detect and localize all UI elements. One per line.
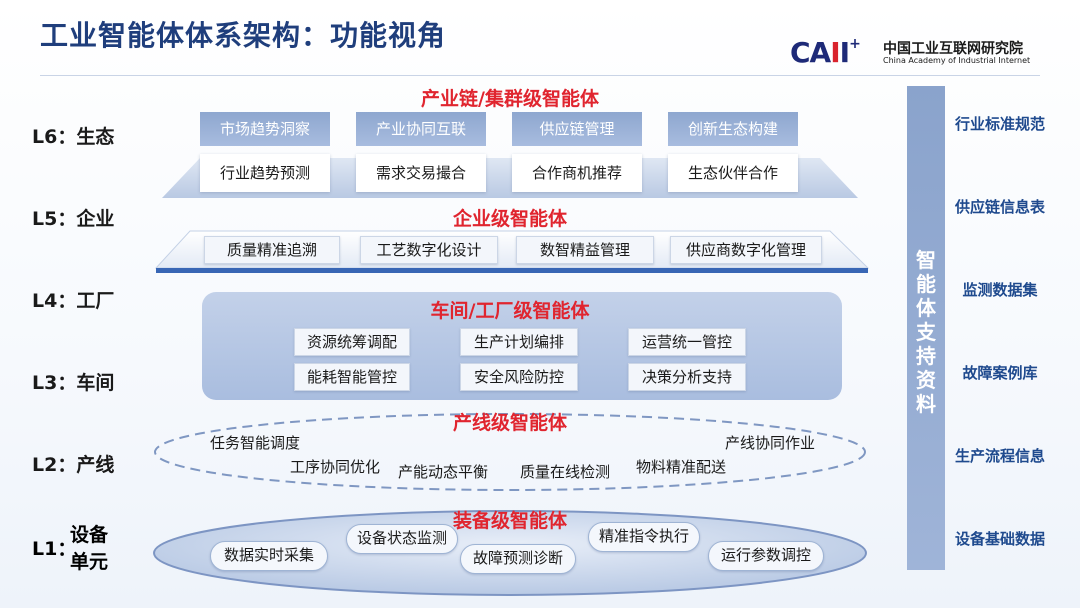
support-item-1: 行业标准规范: [954, 115, 1045, 133]
chain-item-bottom-4: 生态伙伴合作: [668, 154, 798, 192]
logo-text-i-red: I: [830, 36, 840, 69]
equipment-item-5: 运行参数调控: [708, 541, 824, 571]
equipment-item-3: 数据实时采集: [210, 541, 328, 571]
enterprise-item-1: 质量精准追溯: [204, 236, 340, 264]
line-item-6: 产线协同作业: [725, 434, 816, 452]
chain-item-top-4: 创新生态构建: [668, 112, 798, 146]
enterprise-item-2: 工艺数字化设计: [360, 236, 498, 264]
equipment-item-2: 精准指令执行: [588, 522, 700, 552]
enterprise-item-4: 供应商数字化管理: [670, 236, 822, 264]
logo-plus: +: [849, 36, 861, 52]
chain-item-top-2: 产业协同互联: [356, 112, 486, 146]
support-label-char-2: 能: [916, 272, 936, 296]
org-name-cn: 中国工业互联网研究院: [883, 41, 1023, 57]
support-label-char-4: 支: [916, 320, 936, 344]
chain-item-bottom-1: 行业趋势预测: [200, 154, 330, 192]
factory-item-3: 运营统一管控: [628, 328, 746, 356]
level-label-l4: L4：工厂: [32, 290, 115, 312]
support-item-4: 故障案例库: [962, 364, 1038, 382]
support-item-5: 生产流程信息: [954, 447, 1045, 465]
support-bar: [907, 86, 945, 570]
level-label-l5: L5：企业: [32, 208, 115, 230]
factory-layer-title: 车间/工厂级智能体: [430, 300, 590, 322]
org-name-en: China Academy of Industrial Internet: [883, 56, 1031, 65]
page-title: 工业智能体体系架构：功能视角: [40, 19, 447, 52]
level-label-l3: L3：车间: [32, 372, 115, 394]
chain-item-top-1: 市场趋势洞察: [200, 112, 330, 146]
chain-item-bottom-2: 需求交易撮合: [356, 154, 486, 192]
equipment-item-1: 设备状态监测: [346, 524, 458, 554]
enterprise-item-3: 数智精益管理: [516, 236, 654, 264]
chain-item-bottom-3: 合作商机推荐: [512, 154, 642, 192]
factory-item-1: 资源统筹调配: [294, 328, 410, 356]
chain-layer-title: 产业链/集群级智能体: [421, 88, 599, 110]
support-label-char-1: 智: [916, 248, 936, 272]
line-layer-ring: [154, 413, 866, 491]
line-item-2: 工序协同优化: [290, 458, 381, 476]
caii-logo: CAII+: [790, 36, 861, 69]
factory-item-4: 能耗智能管控: [294, 363, 410, 391]
factory-item-5: 安全风险防控: [460, 363, 578, 391]
support-item-3: 监测数据集: [962, 281, 1038, 299]
line-item-5: 物料精准配送: [636, 458, 727, 476]
header-divider: [40, 75, 1040, 76]
line-item-1: 任务智能调度: [210, 434, 301, 452]
level-label-l1-name: 设备单元: [70, 524, 109, 573]
line-item-4: 质量在线检测: [520, 463, 611, 481]
support-label-char-3: 体: [916, 296, 936, 320]
factory-item-2: 生产计划编排: [460, 328, 578, 356]
support-label-char-6: 资: [916, 368, 936, 392]
level-label-l2: L2：产线: [32, 454, 115, 476]
logo-text-i: I: [839, 36, 850, 69]
equipment-layer-title: 装备级智能体: [452, 510, 567, 532]
line-layer-title: 产线级智能体: [452, 412, 567, 434]
support-item-6: 设备基础数据: [954, 530, 1045, 548]
line-item-3: 产能动态平衡: [398, 463, 489, 481]
support-label-char-5: 持: [916, 344, 936, 368]
level-label-l1: L1：: [32, 538, 77, 560]
level-label-l6: L6：生态: [32, 126, 115, 148]
support-label-char-7: 料: [916, 392, 936, 416]
enterprise-layer-edge: [156, 268, 868, 273]
factory-item-6: 决策分析支持: [628, 363, 746, 391]
logo-text-ca: CA: [790, 36, 831, 69]
chain-item-top-3: 供应链管理: [512, 112, 642, 146]
support-item-2: 供应链信息表: [954, 198, 1045, 216]
enterprise-layer-title: 企业级智能体: [452, 208, 567, 230]
equipment-item-4: 故障预测诊断: [460, 544, 576, 574]
